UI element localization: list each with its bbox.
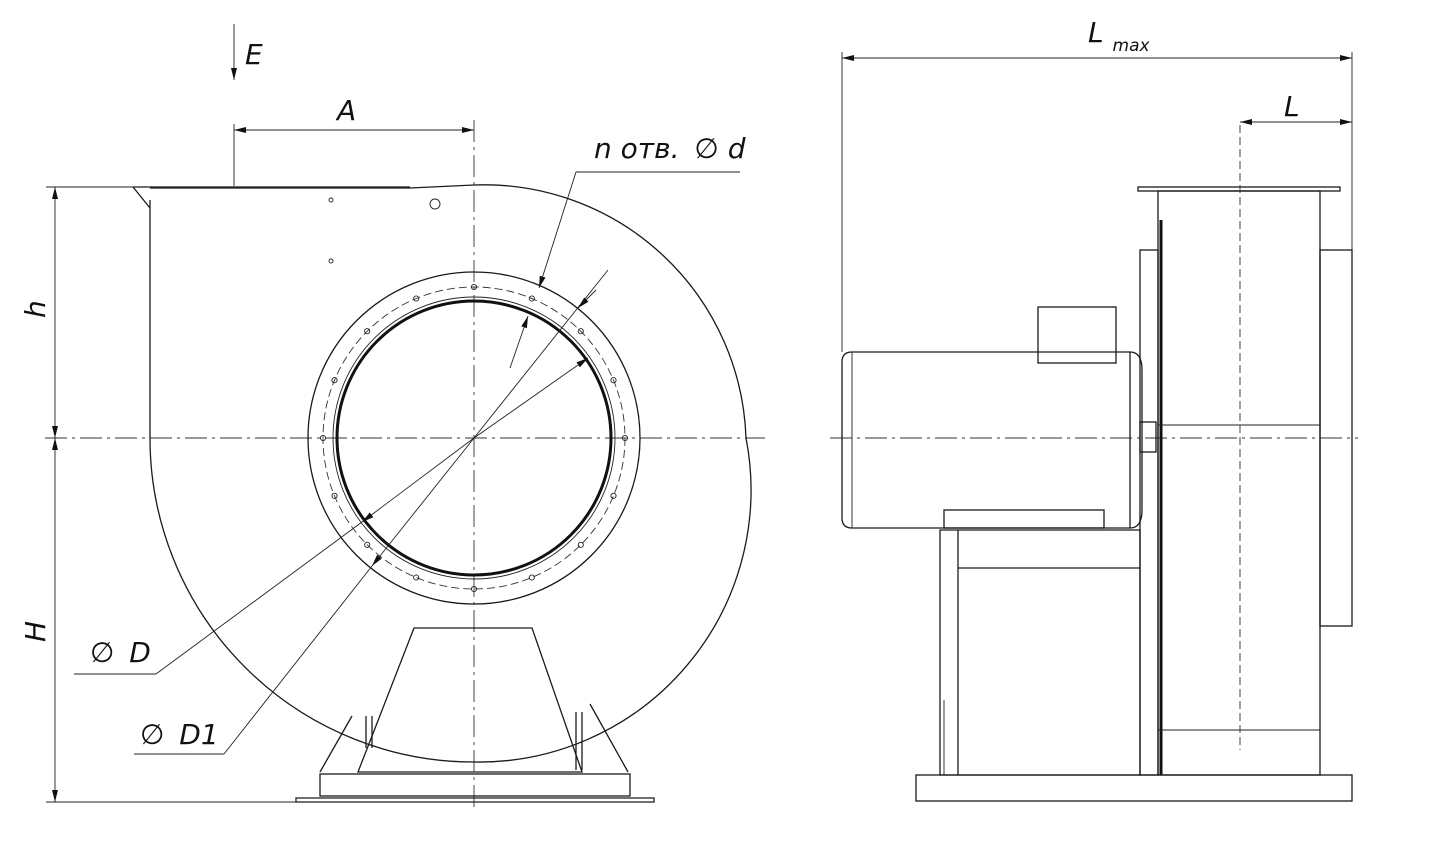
holes-callout: n отв. ∅ d: [509, 132, 746, 369]
bolt-circle-D1: [322, 286, 626, 590]
housing-hole: [429, 198, 441, 210]
bolt-hole: [577, 541, 584, 548]
bolt-hole: [610, 492, 617, 499]
bolt-hole: [528, 574, 535, 581]
label-A: A: [335, 94, 356, 127]
inlet-flange-outer: [307, 271, 641, 605]
dimension-Lmax: L max: [841, 16, 1353, 352]
housing-bolt: [328, 197, 334, 203]
label-Lmax-sub: max: [1113, 36, 1151, 56]
bolt-hole: [621, 434, 629, 442]
inlet-inner-edge: [332, 296, 616, 580]
bolt-hole: [331, 492, 338, 499]
dimension-L: L: [1240, 90, 1352, 125]
diameter-symbol: ∅: [140, 718, 164, 751]
bolt-hole: [470, 283, 478, 291]
side-base-plate: [915, 774, 1353, 802]
volute-housing: [149, 184, 752, 763]
label-d: d: [728, 132, 746, 165]
front-view: E A h H n отв. ∅ d: [19, 24, 765, 808]
motor-frame: [939, 529, 1141, 776]
inlet-opening-D: [335, 299, 613, 577]
label-D: D: [129, 636, 151, 669]
housing-bolt: [328, 258, 334, 264]
bolt-hole: [528, 295, 535, 302]
support-stand: [357, 627, 583, 773]
label-D1: D1: [179, 718, 218, 751]
radius-D1-arrow: [577, 289, 597, 309]
motor-endcap: [1129, 351, 1143, 529]
label-Lmax-main: L: [1088, 16, 1104, 49]
bolt-hole: [413, 574, 420, 581]
motor-body: [841, 351, 1131, 529]
diameter-D1-callout: ∅ D1: [134, 437, 475, 755]
dimension-A: A: [233, 94, 474, 186]
bolt-hole: [331, 377, 338, 384]
label-H: H: [19, 621, 52, 642]
svg-text:∅ D: ∅ D: [90, 636, 151, 669]
bolt-hole: [319, 434, 327, 442]
dimension-H: H: [19, 438, 296, 803]
radius-D-arrow: [473, 357, 589, 439]
diameter-symbol: ∅: [90, 636, 114, 669]
label-h: h: [19, 300, 52, 318]
stand-leg-right: [575, 703, 629, 773]
label-E: E: [245, 38, 263, 71]
bolt-hole: [413, 295, 420, 302]
bolt-hole: [577, 328, 584, 335]
bolt-hole: [364, 541, 371, 548]
housing-casing: [1157, 190, 1321, 776]
flange-bolt-holes: [319, 283, 629, 593]
bolt-hole: [610, 377, 617, 384]
bolt-hole: [364, 328, 371, 335]
side-view: L max L: [830, 16, 1358, 802]
dimension-h: h: [19, 186, 133, 438]
base-frame: [319, 773, 631, 797]
base-plate: [295, 797, 655, 803]
outlet-flange: [132, 186, 410, 209]
terminal-box: [1037, 306, 1117, 364]
label-holes: n отв.: [594, 132, 680, 165]
side-plate: [1139, 249, 1159, 776]
diameter-symbol: ∅: [694, 132, 718, 165]
svg-text:n отв. ∅ d: n отв. ∅ d: [594, 132, 746, 165]
radius-D1-line: [473, 269, 609, 439]
bolt-hole: [470, 585, 478, 593]
inlet-flange-side: [1319, 249, 1353, 627]
motor-foot: [943, 509, 1105, 529]
stand-leg-left: [319, 715, 373, 773]
svg-text:∅ D1: ∅ D1: [140, 718, 219, 751]
svg-text:L max: L max: [1088, 16, 1150, 56]
dimension-E: E: [231, 24, 263, 80]
diameter-D-callout: ∅ D: [74, 437, 475, 675]
label-L: L: [1284, 90, 1300, 123]
